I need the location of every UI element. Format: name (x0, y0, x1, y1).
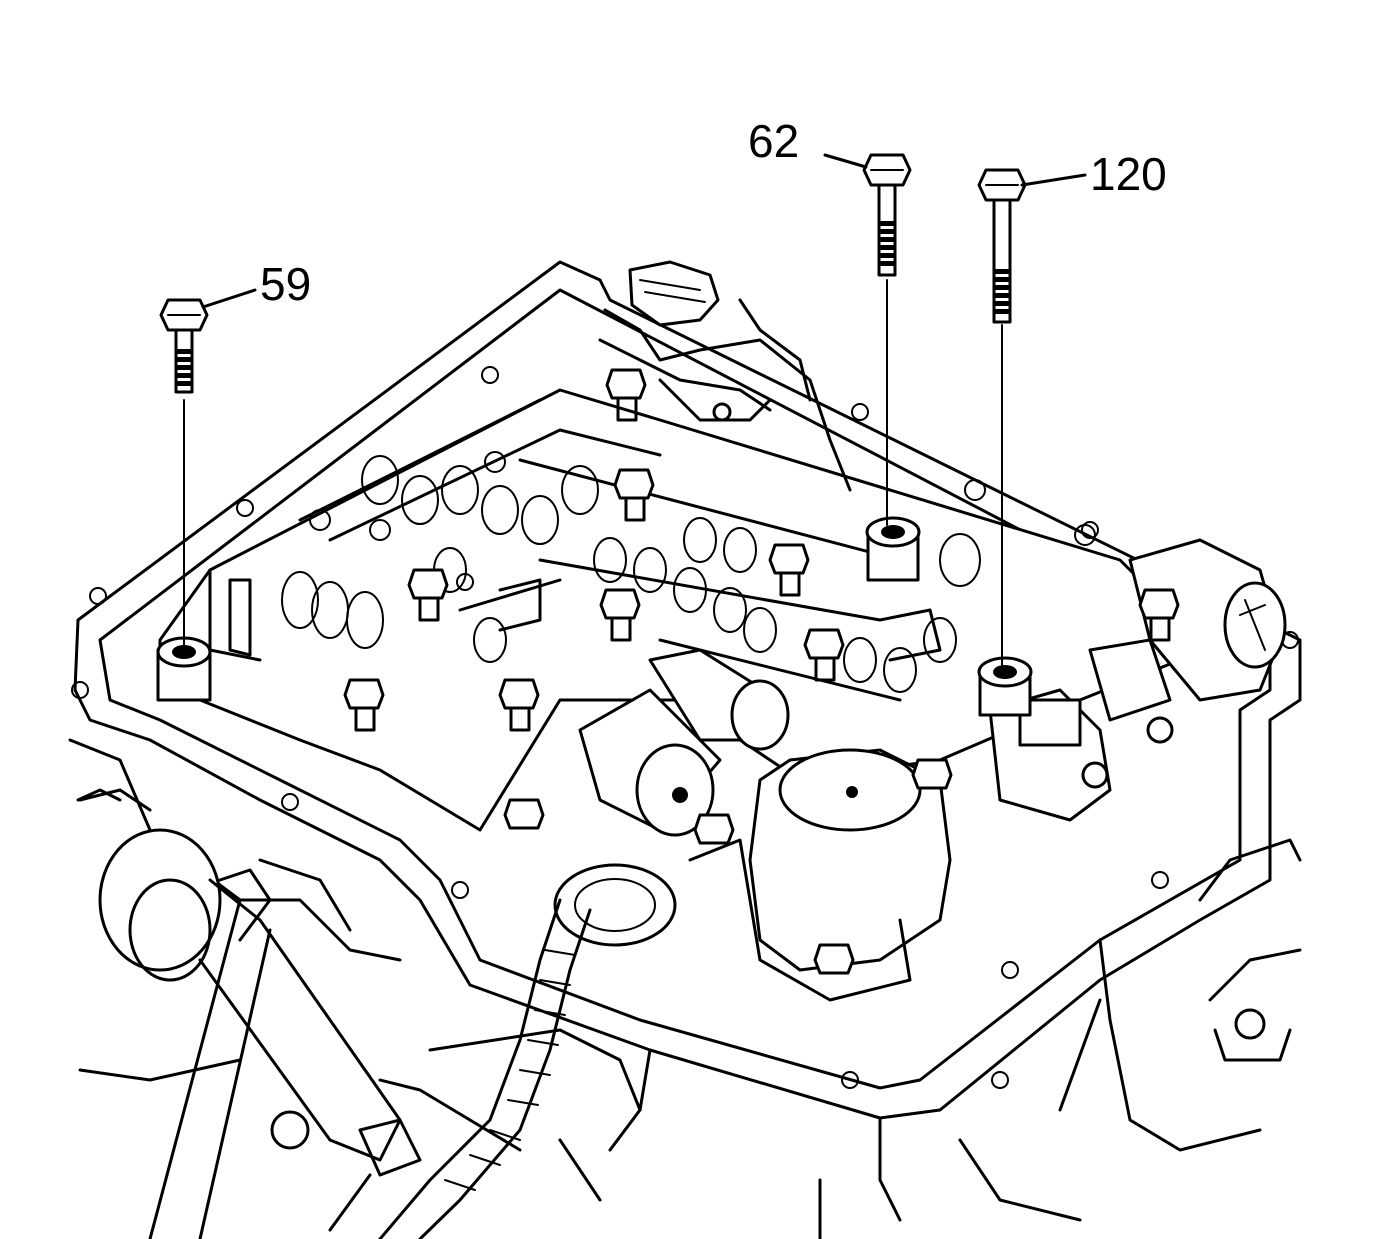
manual-valve-detent (598, 260, 852, 492)
fill-tube (78, 788, 402, 1239)
valve-body-bolts (343, 368, 1180, 975)
callout-59: 59 (260, 258, 311, 310)
transmission-case (68, 260, 1302, 1239)
bolt-59 (159, 288, 257, 646)
callout-120: 120 (1090, 148, 1167, 200)
valve-body (158, 388, 1182, 832)
bolt-62 (823, 153, 912, 526)
bolt-bosses (156, 516, 1033, 717)
bolt-120 (977, 168, 1087, 666)
wire-harness (328, 863, 677, 1239)
solenoids (578, 538, 1287, 1002)
callout-62: 62 (748, 115, 799, 167)
